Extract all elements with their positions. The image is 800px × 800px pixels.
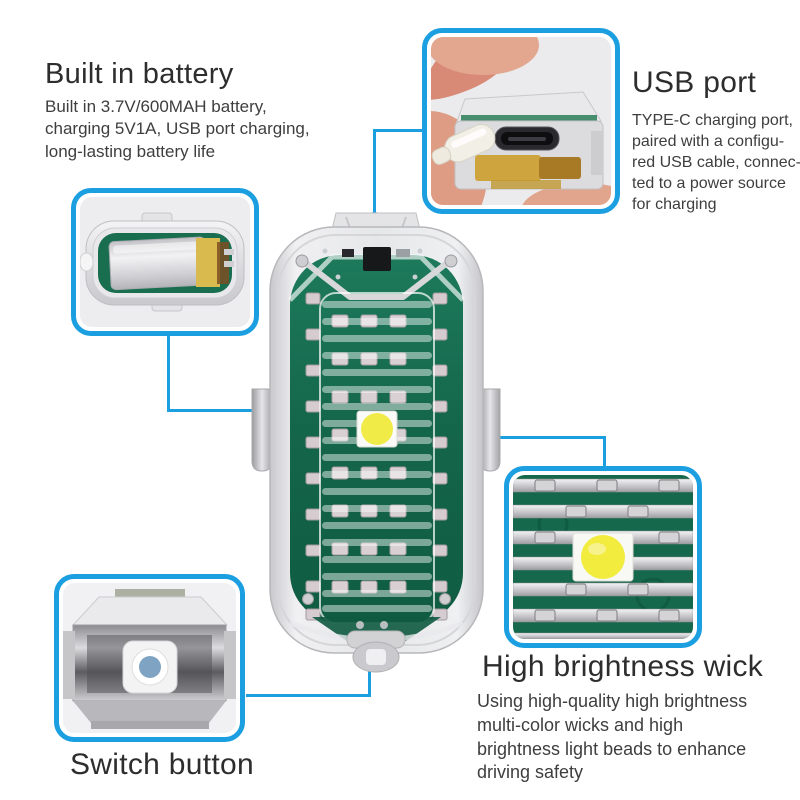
usb-inset — [422, 28, 620, 214]
smd-component — [396, 249, 410, 257]
chip-component — [363, 247, 391, 271]
switch-base-edge — [91, 721, 209, 729]
switch-top-lid — [71, 596, 229, 626]
battery-side-nub — [80, 252, 94, 272]
switch-nub-face — [366, 649, 386, 665]
smd-component — [342, 249, 354, 257]
switch-connector-line-v — [368, 658, 371, 697]
battery-kapton-tape — [196, 238, 220, 287]
solder-dot — [322, 248, 328, 254]
usb-connector-line-v — [373, 129, 376, 221]
switch-inset — [54, 574, 245, 742]
wick-callout-title: High brightness wick — [482, 650, 764, 683]
main-led-phosphor — [581, 535, 625, 579]
switch-photo — [63, 583, 236, 733]
bottom-pcb-area — [312, 617, 441, 641]
battery-connector-line-h — [167, 409, 273, 412]
lens-ribs — [322, 301, 432, 612]
finger-icon — [431, 37, 539, 75]
battery-pad — [224, 261, 234, 267]
metal-bracket — [304, 260, 449, 300]
center-led-matrix — [331, 314, 407, 594]
battery-photo — [80, 197, 250, 327]
screw — [295, 254, 309, 268]
switch-side-wall — [63, 631, 75, 699]
switch-base — [73, 701, 226, 723]
main-led-highlight — [588, 543, 606, 555]
switch-connector-line-h — [246, 694, 371, 697]
main-led-phosphor — [361, 413, 393, 445]
screw — [302, 593, 314, 605]
battery-callout-body: Built in 3.7V/600MAH battery, charging 5… — [45, 97, 310, 161]
wick-connector-line-v — [603, 436, 606, 472]
wick-connector-line-h — [396, 436, 606, 439]
solder-dot — [417, 248, 423, 254]
screw — [444, 254, 458, 268]
usb-inner-battery — [475, 155, 541, 181]
usb-connector-line-h — [373, 129, 426, 132]
wick-inset — [504, 466, 702, 648]
switch-side-wall — [224, 631, 236, 699]
product-photo — [251, 212, 501, 673]
usb-inner-battery — [491, 180, 561, 189]
usb-callout-title: USB port — [632, 66, 757, 99]
wick-photo — [513, 475, 693, 639]
solder-dot — [412, 274, 418, 280]
switch-top-strip — [115, 589, 185, 599]
usb-photo — [431, 37, 611, 205]
left-side-tab — [251, 388, 273, 472]
battery-pad — [224, 249, 234, 255]
screw — [380, 621, 388, 629]
usb-c-tongue — [508, 137, 546, 141]
switch-button-center — [139, 656, 161, 678]
rubber-plug — [431, 123, 496, 165]
screw — [356, 621, 364, 629]
battery-inset — [71, 188, 259, 336]
usb-callout-body: TYPE-C charging port, paired with a conf… — [632, 112, 800, 214]
usb-pcb-strip — [461, 115, 597, 121]
usb-inner-battery — [539, 157, 581, 179]
usb-device-side — [591, 131, 603, 175]
wick-callout-body: Using high-quality high brightness multi… — [477, 691, 748, 783]
battery-callout-title: Built in battery — [45, 58, 234, 90]
wick-small-leds — [534, 479, 680, 622]
solder-dot — [335, 274, 341, 280]
battery-cell — [108, 236, 208, 291]
switch-callout-title: Switch button — [69, 748, 254, 781]
battery-connector-line-v — [167, 334, 170, 412]
screw — [439, 593, 451, 605]
